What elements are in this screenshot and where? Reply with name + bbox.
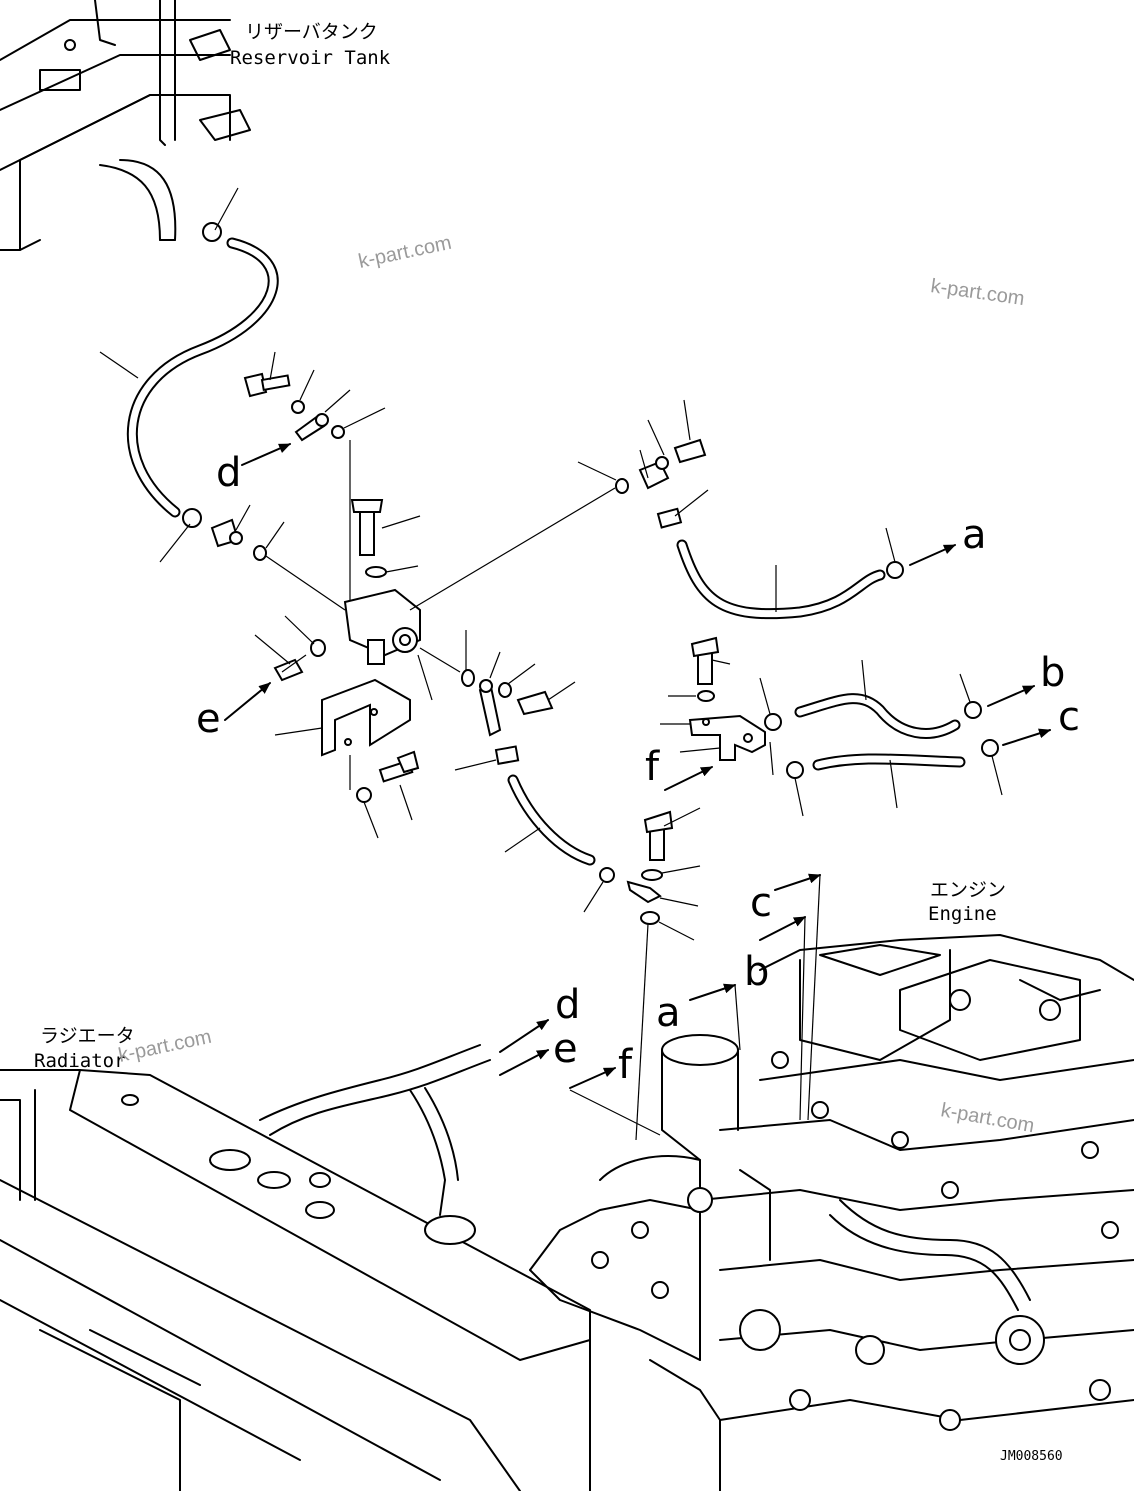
engine-label-en: Engine <box>928 903 997 925</box>
callout-c-bottom: c <box>750 880 772 926</box>
reservoir-tank <box>0 0 251 251</box>
hose-to-a <box>577 399 956 620</box>
callout-f-bottom: f <box>618 1042 633 1088</box>
engine <box>529 934 1134 1491</box>
valve-assembly <box>210 351 616 839</box>
callout-a-top: a <box>962 512 987 558</box>
callout-d-top: d <box>216 450 241 496</box>
callout-f-top: f <box>645 744 660 790</box>
watermark: k-part.com <box>929 275 1026 310</box>
callout-b-top: b <box>1040 650 1065 696</box>
drawing-code: JM008560 <box>1000 1449 1063 1464</box>
radiator <box>0 1044 591 1491</box>
callout-arrows <box>224 443 713 791</box>
bottom-callout-arrows <box>499 873 821 1136</box>
reservoir-tank-label-en: Reservoir Tank <box>230 47 391 69</box>
hose-middle <box>454 630 701 1141</box>
engine-label-jp: エンジン <box>930 879 1006 901</box>
callout-d-bottom: d <box>555 982 580 1028</box>
callout-c-top: c <box>1058 694 1080 740</box>
callout-e-top: e <box>196 696 221 742</box>
watermark: k-part.com <box>356 232 453 273</box>
bracket-assembly <box>660 636 1051 817</box>
callout-e-bottom: e <box>553 1026 578 1072</box>
reservoir-tank-label-jp: リザーバタンク <box>245 21 378 43</box>
watermark: k-part.com <box>939 1099 1036 1137</box>
callout-a-bottom: a <box>656 990 681 1036</box>
radiator-label-en: Radiator <box>34 1050 126 1072</box>
hose-reservoir-to-valve <box>99 187 279 563</box>
radiator-label-jp: ラジエータ <box>40 1025 135 1047</box>
callout-b-bottom: b <box>744 949 769 995</box>
